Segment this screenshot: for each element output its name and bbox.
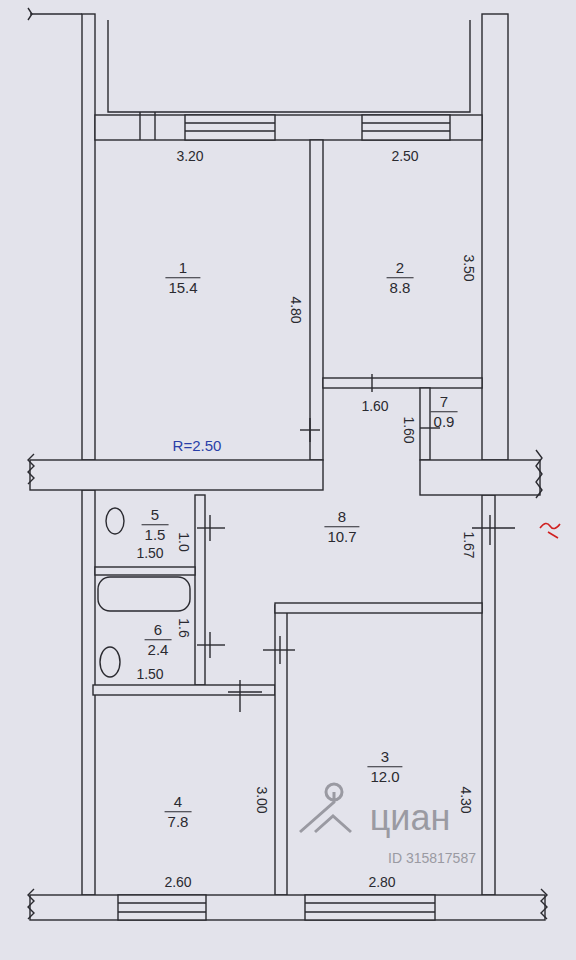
room-area: 2.4: [148, 642, 169, 659]
fraction-line: [431, 412, 458, 413]
dimension: 4.80: [289, 296, 303, 323]
room-number: 5: [145, 506, 166, 523]
dimension: 3.50: [462, 254, 476, 281]
corridor-8: 810.7: [205, 490, 482, 603]
wall: [95, 567, 195, 575]
room-label: 28.8: [390, 259, 411, 297]
room-1: 115.4: [97, 140, 310, 460]
dimension: 4.30: [459, 786, 473, 813]
wall: [95, 115, 482, 140]
room-label: 810.7: [327, 508, 356, 546]
break-mark: [28, 454, 34, 484]
room-number: 6: [148, 621, 169, 638]
dimension: 1.0: [177, 532, 191, 551]
fraction-line: [387, 278, 414, 279]
room-label: 115.4: [168, 259, 197, 297]
room-area: 10.7: [327, 529, 356, 546]
room-number: 3: [370, 748, 399, 765]
fraction-line: [165, 812, 192, 813]
wall: [93, 685, 275, 695]
radius-note: R=2.50: [173, 438, 222, 453]
dimension: 3.20: [176, 149, 203, 163]
room-number: 1: [168, 259, 197, 276]
wall: [482, 14, 508, 460]
watermark-logo: [300, 784, 351, 832]
room-number: 8: [327, 508, 356, 525]
dimension: 1.6: [177, 618, 191, 637]
bathtub: [98, 577, 190, 611]
room-label: 62.4: [148, 621, 169, 659]
fraction-line: [165, 278, 200, 279]
room-area: 8.8: [390, 280, 411, 297]
room-4: 47.8: [95, 695, 275, 895]
wall: [420, 388, 430, 460]
room-label: 312.0: [370, 748, 399, 786]
wall: [30, 13, 82, 14]
window: [118, 895, 206, 920]
sink: [106, 508, 124, 534]
window: [305, 895, 435, 920]
break-mark: [28, 8, 32, 20]
dimension: 2.80: [368, 875, 395, 889]
window: [185, 115, 275, 140]
room-number: 4: [168, 793, 189, 810]
fraction-line: [324, 527, 359, 528]
room-2: 28.8: [323, 140, 482, 378]
room-area: 1.5: [145, 527, 166, 544]
break-mark: [28, 889, 34, 919]
dimension: 1.50: [136, 546, 163, 560]
room-area: 7.8: [168, 814, 189, 831]
wall: [30, 460, 323, 490]
wall: [30, 895, 545, 920]
dimension: 1.60: [402, 416, 416, 443]
room-area: 0.9: [434, 414, 455, 431]
room-label: 51.5: [145, 506, 166, 544]
wall: [310, 140, 323, 460]
fraction-line: [367, 767, 402, 768]
dimension: 2.50: [391, 149, 418, 163]
fraction-line: [145, 640, 172, 641]
wall: [195, 495, 205, 685]
dimension: 2.60: [164, 875, 191, 889]
dimension: 3.00: [255, 786, 269, 813]
room-number: 2: [390, 259, 411, 276]
dimension: 1.67: [462, 531, 476, 558]
break-mark: [536, 450, 542, 498]
break-mark: [541, 889, 547, 919]
window: [362, 115, 450, 140]
toilet: [100, 647, 120, 677]
room-label: 47.8: [168, 793, 189, 831]
dimension: 1.60: [361, 399, 388, 413]
door-mark: [197, 374, 515, 712]
room-area: 12.0: [370, 769, 399, 786]
watermark: ID 315817587: [388, 851, 476, 865]
wall: [275, 603, 482, 613]
wall: [275, 605, 287, 895]
room-label: 70.9: [434, 393, 455, 431]
room-7: 70.9: [430, 388, 482, 460]
wall: [82, 14, 95, 460]
balcony: [108, 20, 470, 112]
wall: [482, 495, 495, 895]
watermark: циан: [370, 800, 451, 836]
wall: [420, 460, 540, 495]
dimension: 1.50: [136, 667, 163, 681]
room-number: 7: [434, 393, 455, 410]
hand-mark: [540, 523, 560, 538]
room-area: 15.4: [168, 280, 197, 297]
fraction-line: [142, 525, 169, 526]
wall: [323, 378, 482, 388]
